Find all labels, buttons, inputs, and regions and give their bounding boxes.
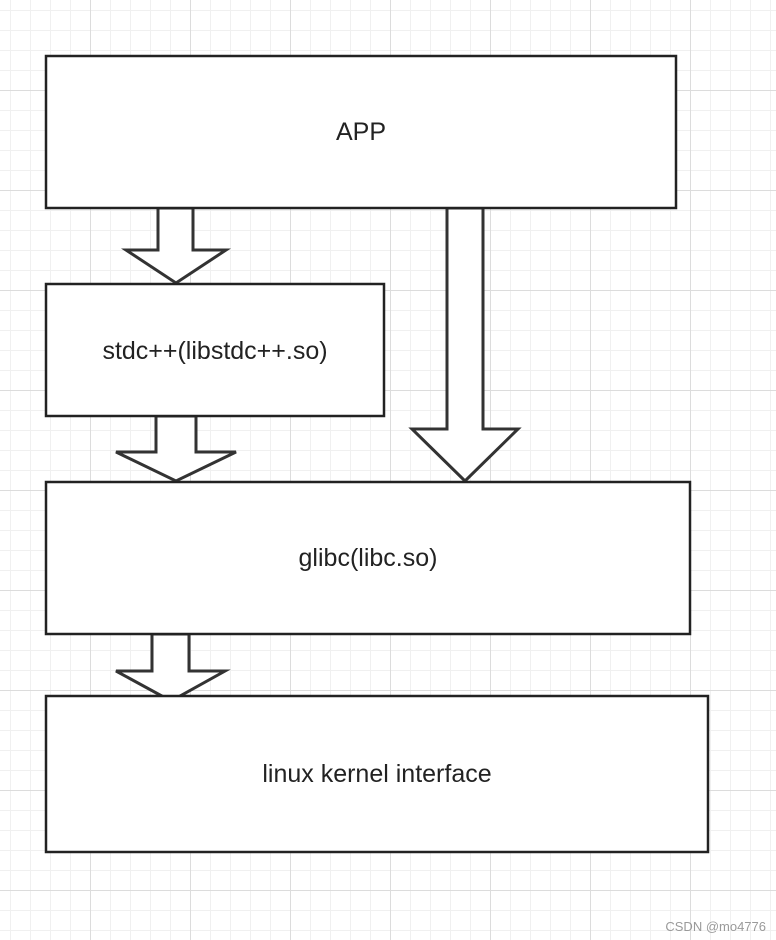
stdcpp-box: stdc++(libstdc++.so) xyxy=(44,282,386,418)
kernel-box-label: linux kernel interface xyxy=(262,760,491,788)
glibc-box-label: glibc(libc.so) xyxy=(299,544,438,572)
kernel-box: linux kernel interface xyxy=(44,694,710,854)
glibc-box: glibc(libc.so) xyxy=(44,480,692,636)
app-box: APP xyxy=(44,54,678,210)
stdcpp-box-label: stdc++(libstdc++.so) xyxy=(102,337,327,365)
watermark: CSDN @mo4776 xyxy=(665,919,766,934)
arrow-stdcpp-to-glibc xyxy=(115,414,237,483)
app-box-label: APP xyxy=(336,118,386,146)
arrow-app-to-glibc xyxy=(408,206,522,484)
arrow-app-to-stdcpp xyxy=(121,206,231,285)
arrow-glibc-to-kernel xyxy=(115,632,231,703)
